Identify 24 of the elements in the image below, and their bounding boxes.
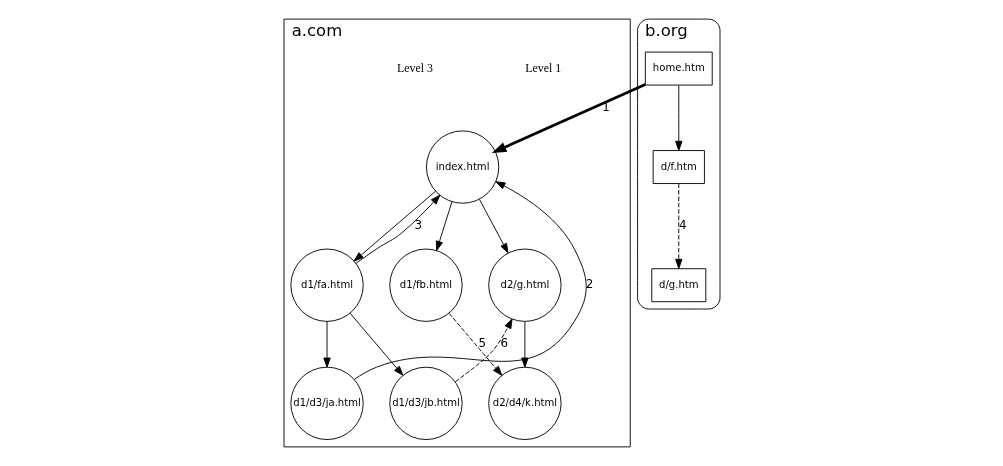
arrow bbox=[674, 183, 682, 269]
edge-label: 2 bbox=[585, 277, 593, 292]
arrow bbox=[674, 85, 682, 151]
node-box: d/g.htm bbox=[650, 268, 706, 303]
arrow bbox=[478, 199, 508, 254]
node-circle: d1/fb.html bbox=[388, 248, 463, 322]
label: Level 1 bbox=[524, 60, 561, 75]
edge-label: 3 bbox=[413, 218, 422, 233]
arrow bbox=[491, 83, 646, 154]
edge-label: 4 bbox=[678, 218, 687, 233]
arrow bbox=[520, 321, 529, 368]
arrow bbox=[448, 312, 502, 376]
arrow bbox=[322, 321, 331, 368]
edge-label: 5 bbox=[478, 336, 486, 351]
node-box: home.htm bbox=[644, 51, 713, 86]
edge-label: 6 bbox=[500, 336, 508, 351]
node-circle: d1/d3/ja.html bbox=[289, 366, 364, 440]
node-circle: d2/g.html bbox=[487, 248, 562, 322]
arrow bbox=[349, 312, 403, 376]
arrow bbox=[454, 318, 513, 383]
arrow bbox=[353, 181, 587, 380]
label: Level 3 bbox=[396, 60, 433, 75]
arrow bbox=[435, 201, 452, 251]
node-box: d/f.htm bbox=[652, 150, 705, 184]
